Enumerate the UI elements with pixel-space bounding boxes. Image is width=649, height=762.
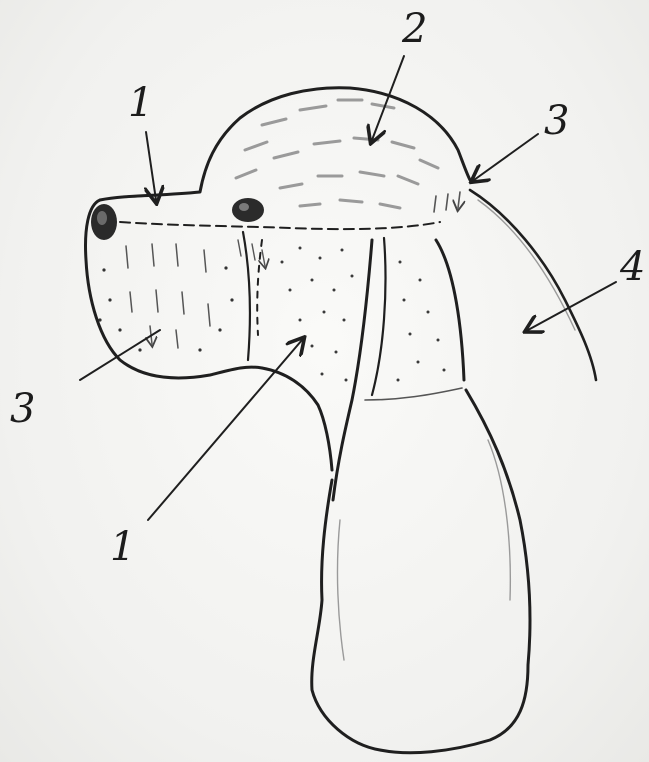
nape-arrows: [434, 192, 460, 212]
muzzle-texture: [98, 240, 265, 352]
label-2: 2: [401, 6, 427, 52]
number-labels: 1 2 3 4 3 1: [10, 6, 645, 570]
eye-icon: [232, 198, 264, 222]
label-3-right: 3: [544, 98, 569, 144]
line-3-left: [80, 330, 160, 380]
arrow-3-right: [474, 134, 538, 180]
label-4: 4: [619, 244, 645, 290]
label-3-left: 3: [10, 386, 35, 432]
head-outline: [86, 88, 470, 470]
arrow-1-bottom: [148, 340, 302, 520]
topknot-texture: [236, 100, 438, 208]
ear-outline: [312, 190, 596, 753]
label-1-top: 1: [128, 80, 153, 126]
label-arrows: [80, 56, 616, 520]
label-1-bottom: 1: [110, 524, 135, 570]
cheek-texture: [281, 247, 446, 382]
arrow-1-top: [146, 132, 156, 200]
